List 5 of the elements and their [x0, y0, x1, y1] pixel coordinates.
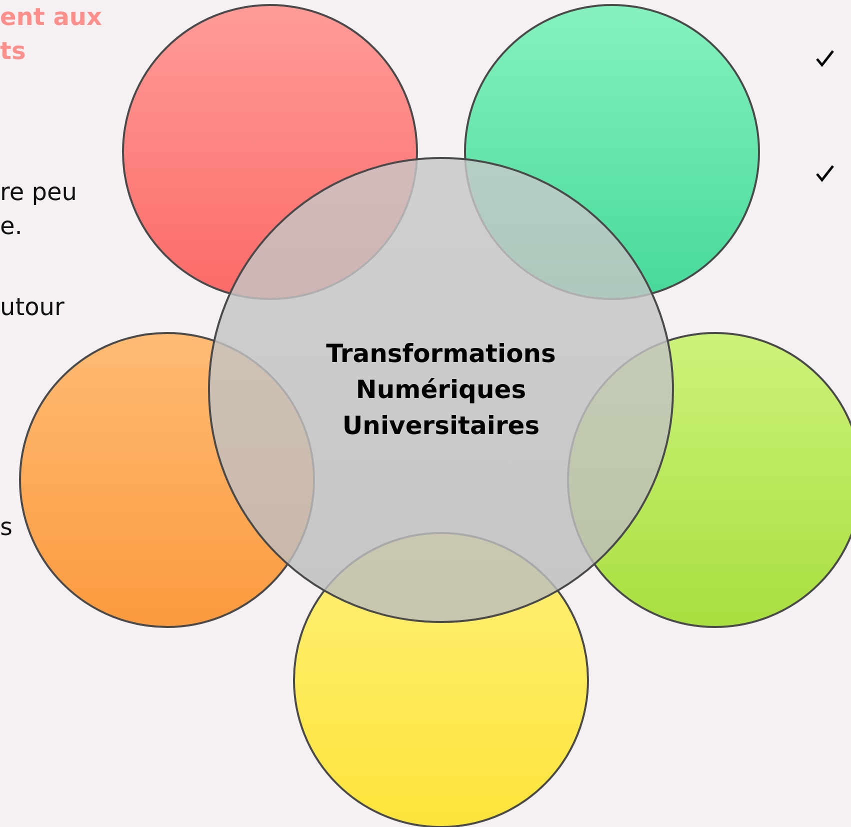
body-text: re peu e.: [0, 177, 78, 242]
body-text: s: [0, 512, 14, 543]
heading-text: ent aux ts: [0, 2, 103, 67]
center-title: Transformations Numériques Universitaires: [325, 338, 557, 442]
body-text: utour: [0, 292, 66, 323]
